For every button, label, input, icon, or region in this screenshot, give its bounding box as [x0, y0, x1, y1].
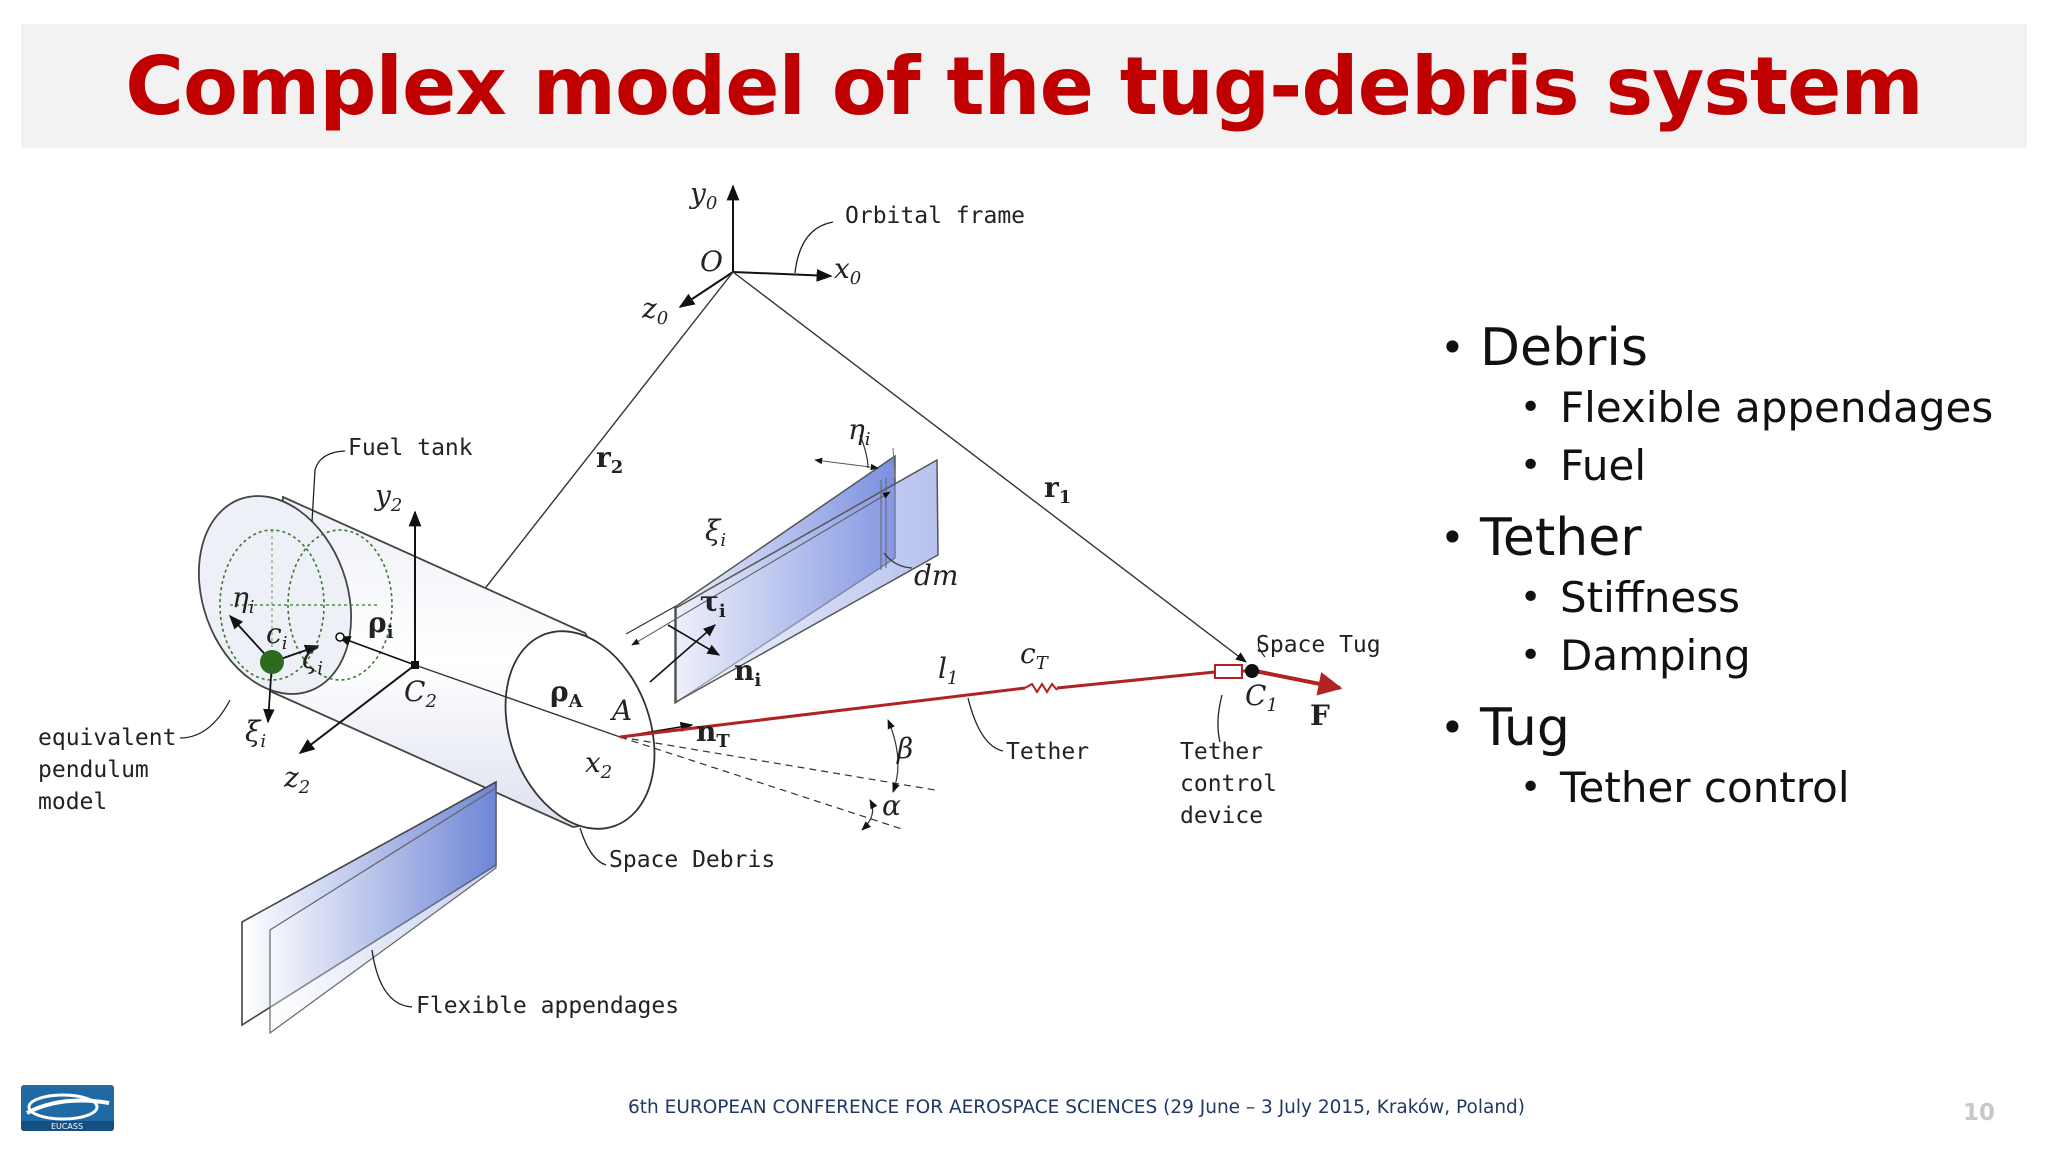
sub-bullet-label: Stiffness	[1560, 573, 1740, 622]
symbol-z2: z2	[283, 761, 310, 798]
svg-text:EUCASS: EUCASS	[51, 1122, 83, 1131]
symbol-xi-i-top: ξi	[705, 514, 726, 551]
leader-lines	[179, 450, 1266, 1008]
label-flexible-appendages: Flexible appendages	[416, 993, 679, 1019]
sub-bullet-label: Fuel	[1560, 441, 1646, 490]
symbol-xi-i: ξi	[245, 715, 266, 752]
bullet-dot: •	[1440, 513, 1465, 562]
bullet-tug: • Tug	[1440, 697, 2030, 759]
bullet-label: Debris	[1480, 318, 1648, 378]
symbol-rho-i: ρi	[368, 606, 394, 643]
symbol-eta-i: ηi	[232, 581, 255, 618]
symbol-c-i: ci	[266, 617, 287, 654]
space-debris-body	[197, 495, 656, 830]
label-model: model	[38, 789, 107, 815]
symbol-tau-i: τi	[700, 585, 726, 622]
bullet-dot: •	[1440, 323, 1465, 372]
label-tether: Tether	[1006, 739, 1089, 765]
diagram-labels: Orbital frame Fuel tank equivalent pendu…	[38, 177, 1381, 1019]
sub-bullet-label: Flexible appendages	[1560, 383, 1994, 432]
bullet-tether: • Tether	[1440, 507, 2030, 569]
symbol-x2: x2	[585, 746, 612, 783]
bullet-dot: •	[1440, 703, 1465, 752]
symbol-z0: z0	[641, 292, 668, 329]
label-equivalent: equivalent	[38, 725, 176, 751]
symbol-rho-A: ρA	[550, 675, 584, 712]
sub-bullet-dot: •	[1520, 577, 1542, 618]
tug-debris-diagram: Orbital frame Fuel tank equivalent pendu…	[38, 177, 1381, 1035]
symbol-beta: β	[896, 732, 913, 765]
bullet-label: Tether	[1480, 508, 1642, 568]
flexible-appendage-upper	[625, 434, 939, 705]
label-orbital-frame: Orbital frame	[845, 203, 1025, 229]
sub-bullet-flexible-appendages: • Flexible appendages	[1520, 379, 2030, 437]
symbol-r1: r1	[1044, 471, 1071, 508]
title-bar: Complex model of the tug-debris system	[21, 24, 2027, 148]
symbol-n-T: nT	[696, 715, 730, 752]
sub-bullet-dot: •	[1520, 635, 1542, 676]
label-space-tug: Space Tug	[1256, 632, 1381, 658]
tether-system	[619, 624, 1343, 831]
symbol-y2: y2	[373, 479, 402, 516]
sub-bullet-stiffness: • Stiffness	[1520, 569, 2030, 627]
symbol-C1: C1	[1245, 679, 1278, 716]
symbol-eta-i-top: ηi	[848, 413, 871, 450]
page-number: 10	[1963, 1100, 1996, 1126]
label-tether-control-1: Tether	[1180, 739, 1263, 765]
symbol-O: O	[700, 245, 723, 278]
symbol-y0: y0	[688, 177, 717, 214]
symbol-zeta-i: ζi	[302, 642, 323, 679]
symbol-n-i: ni	[734, 654, 761, 691]
flexible-appendage-lower	[241, 780, 497, 1035]
body-frame	[229, 510, 621, 754]
symbol-C2: C2	[404, 675, 437, 712]
symbol-l1: l1	[938, 652, 958, 689]
symbol-alpha: α	[882, 789, 901, 822]
symbol-dm: dm	[914, 559, 958, 592]
orbital-frame	[678, 184, 834, 308]
symbol-x0: x0	[834, 252, 861, 289]
sub-bullet-dot: •	[1520, 445, 1542, 486]
label-tether-control-3: device	[1180, 803, 1263, 829]
footer-conference: 6th EUROPEAN CONFERENCE FOR AEROSPACE SC…	[628, 1097, 1526, 1118]
sub-bullet-tether-control: • Tether control	[1520, 759, 2030, 817]
sub-bullet-label: Damping	[1560, 631, 1751, 680]
label-fuel-tank: Fuel tank	[348, 435, 473, 461]
r1-vector	[732, 271, 1247, 663]
label-tether-control-2: control	[1180, 771, 1277, 797]
symbol-r2: r2	[596, 441, 623, 478]
sub-bullet-dot: •	[1520, 387, 1542, 428]
sub-bullet-label: Tether control	[1560, 763, 1850, 812]
symbol-F: F	[1310, 699, 1330, 732]
symbol-c-T: cT	[1020, 637, 1050, 674]
bullet-label: Tug	[1480, 698, 1570, 758]
label-space-debris: Space Debris	[609, 847, 775, 873]
sub-bullet-fuel: • Fuel	[1520, 437, 2030, 495]
conference-logo: EUCASS	[21, 1085, 114, 1131]
bullet-list: • Debris • Flexible appendages • Fuel • …	[1440, 305, 2030, 817]
slide-title: Complex model of the tug-debris system	[125, 39, 1924, 133]
bullet-debris: • Debris	[1440, 317, 2030, 379]
label-pendulum: pendulum	[38, 757, 149, 783]
sub-bullet-dot: •	[1520, 767, 1542, 808]
symbol-A: A	[609, 694, 632, 727]
sub-bullet-damping: • Damping	[1520, 627, 2030, 685]
